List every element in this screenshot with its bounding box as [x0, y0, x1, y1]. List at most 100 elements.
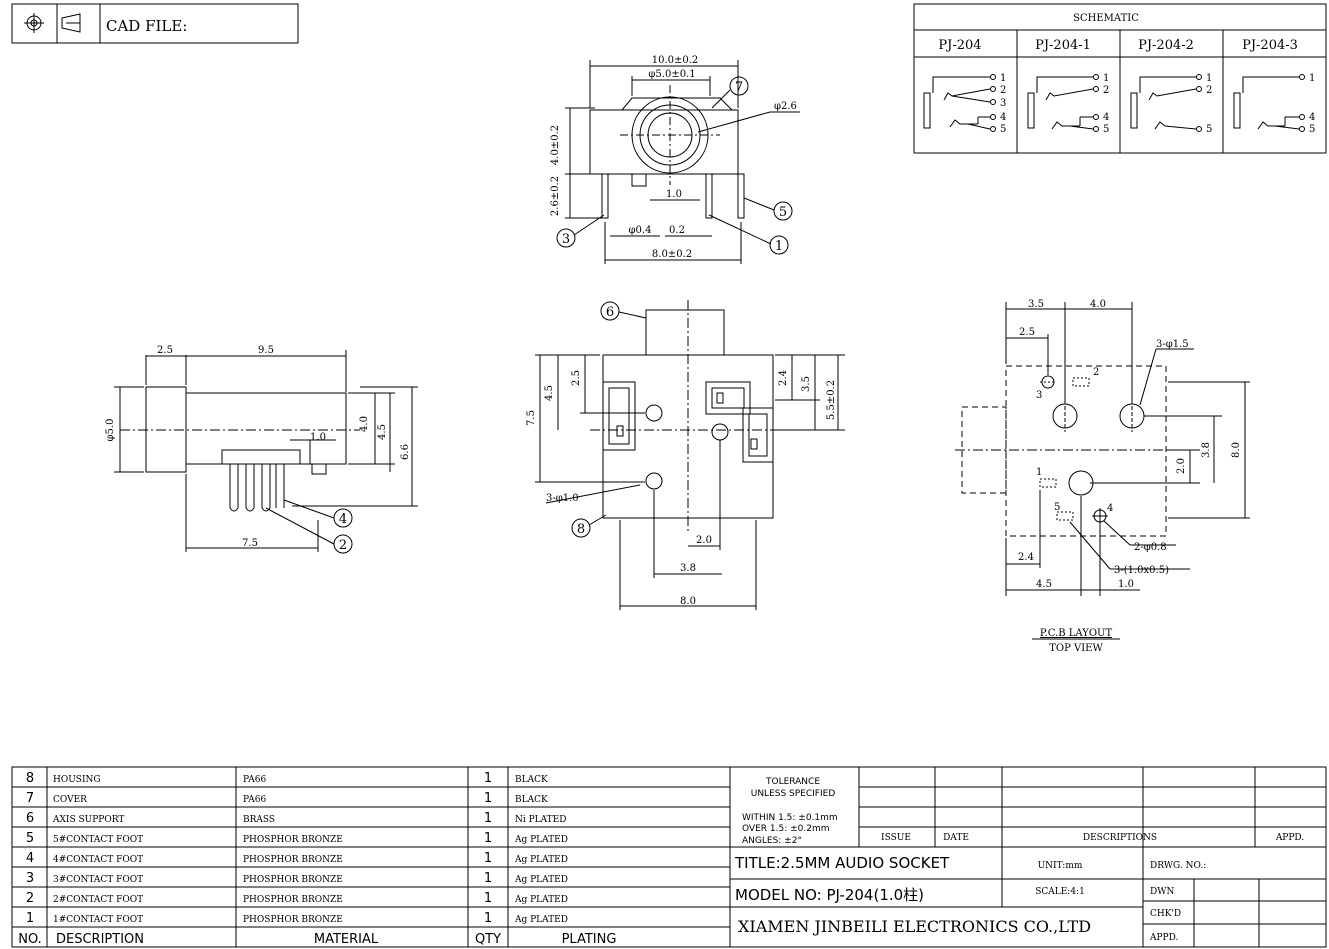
schematic-pin-label: 2 [1103, 85, 1109, 96]
schematic-pin-label: 2 [1000, 85, 1006, 96]
callout-4: 4 [339, 512, 347, 527]
schematic-pin-label: 1 [1206, 73, 1212, 84]
unit-label: UNIT:mm [1038, 861, 1083, 871]
side-dim: 4.5 [377, 424, 388, 440]
schematic-pin-label: 4 [1103, 112, 1109, 123]
bom-cell-material: PHOSPHOR BRONZE [243, 875, 343, 885]
model-number: MODEL NO: PJ-204(1.0柱) [735, 886, 924, 904]
dwn-label: DWN [1150, 887, 1174, 897]
bom-cell-material: BRASS [243, 815, 275, 825]
bom-cell-description: COVER [53, 795, 87, 805]
side-dim: 9.5 [258, 345, 274, 356]
callout-bubble [600, 301, 620, 321]
callout-bubble [729, 76, 749, 96]
cad-file-label: CAD FILE: [106, 17, 187, 35]
schematic-variant-1: PJ-204-1 [1035, 38, 1091, 53]
side-view: 2.5 9.5 φ5.0 4.0 4.5 6.6 1.0 7.5 4 2 [105, 345, 418, 554]
bom-cell-description: HOUSING [53, 775, 101, 785]
drawing-title: TITLE:2.5MM AUDIO SOCKET [734, 854, 950, 872]
bom-header-material: MATERIAL [314, 932, 379, 947]
schematic-pin-label: 5 [1000, 124, 1006, 135]
bom-cell-plating: BLACK [515, 795, 548, 805]
schematic-variant-3: PJ-204-3 [1242, 38, 1298, 53]
bom-cell-description: AXIS SUPPORT [52, 815, 124, 825]
front-dim: 0.2 [669, 225, 685, 236]
bom-cell-description: 2#CONTACT FOOT [53, 895, 143, 905]
bom-cell-no: 6 [26, 811, 34, 826]
bom-cell-no: 5 [26, 831, 34, 846]
bom-cell-qty: 1 [484, 831, 492, 846]
revision-appd: APPD. [1275, 833, 1305, 843]
bom-cell-description: 1#CONTACT FOOT [53, 915, 143, 925]
top-dim: 5.5±0.2 [826, 380, 837, 420]
tolerance-line: WITHIN 1.5: ±0.1mm [742, 813, 838, 823]
pcb-pad-label: 3 [1036, 390, 1042, 401]
pcb-dim: 4.5 [1036, 579, 1052, 590]
top-dim: 4.5 [544, 385, 555, 401]
side-dim: 4.0 [359, 416, 370, 432]
bom-table [11, 766, 1327, 948]
top-dim: 3.5 [801, 376, 812, 392]
bom-cell-no: 8 [26, 771, 34, 786]
bom-cell-no: 2 [26, 891, 34, 906]
schematic-symbol-pj204-3: 1 4 5 [1233, 73, 1315, 135]
pcb-dim: 8.0 [1231, 442, 1242, 458]
bom-cell-plating: Ag PLATED [514, 915, 568, 925]
bom-cell-material: PHOSPHOR BRONZE [243, 855, 343, 865]
side-dim: 2.5 [157, 345, 173, 356]
schematic-pin-label: 4 [1000, 112, 1006, 123]
bom-cell-qty: 1 [484, 851, 492, 866]
pcb-dim: 1.0 [1118, 579, 1134, 590]
schematic-pin-label: 4 [1309, 112, 1315, 123]
schematic-pin-label: 2 [1206, 85, 1212, 96]
bom-cell-no: 3 [26, 871, 34, 886]
bom-header: NO. DESCRIPTION MATERIAL QTY PLATING [18, 932, 616, 947]
schematic-pin-label: 5 [1103, 124, 1109, 135]
bom-cell-material: PA66 [243, 775, 266, 785]
chkd-label: CHK'D [1150, 909, 1181, 919]
bom-cell-plating: Ag PLATED [514, 855, 568, 865]
callout-bubble [556, 228, 576, 248]
side-dim: 6.6 [400, 444, 411, 460]
bom-cell-qty: 1 [484, 791, 492, 806]
scale-label: SCALE:4:1 [1035, 887, 1085, 897]
pcb-dim: 3-(1.0x0.5) [1114, 565, 1169, 576]
bom-header-qty: QTY [475, 932, 501, 947]
pcb-pad-label: 4 [1107, 503, 1113, 514]
title-block: TOLERANCE UNLESS SPECIFIED WITHIN 1.5: ±… [730, 767, 1326, 947]
front-dim: 2.6±0.2 [550, 176, 561, 216]
bom-cell-qty: 1 [484, 891, 492, 906]
top-dim: 3-φ1.0 [546, 493, 579, 504]
tolerance-title: TOLERANCE [765, 777, 820, 787]
front-dim: 1.0 [666, 189, 682, 200]
front-dim: 8.0±0.2 [652, 249, 692, 260]
company-name: XIAMEN JINBEILI ELECTRONICS CO.,LTD [738, 917, 1091, 936]
pcb-caption-sub: TOP VIEW [1049, 643, 1103, 654]
callout-bubble [769, 235, 789, 255]
callout-bubble [333, 534, 353, 554]
tolerance-subtitle: UNLESS SPECIFIED [751, 789, 836, 799]
callout-2: 2 [339, 538, 347, 553]
tolerance-line: ANGLES: ±2° [742, 836, 802, 846]
pcb-pad-label: 2 [1093, 367, 1099, 378]
bom-cell-qty: 1 [484, 771, 492, 786]
top-view: 7.5 4.5 2.5 2.4 3.5 5.5±0.2 3-φ1.0 2.0 3… [526, 300, 845, 610]
schematic-pin-label: 1 [1103, 73, 1109, 84]
schematic-box: SCHEMATIC PJ-204 PJ-204-1 PJ-204-2 PJ-20… [913, 3, 1327, 154]
pcb-dim: 4.0 [1090, 299, 1106, 310]
bom-cell-qty: 1 [484, 811, 492, 826]
schematic-symbol-pj204-1: 1 2 4 5 [1027, 73, 1109, 135]
revision-issue: ISSUE [881, 833, 911, 843]
top-dim: 3.8 [680, 563, 696, 574]
revision-date: DATE [943, 833, 969, 843]
callout-8: 8 [577, 522, 585, 537]
bom-cell-description: 5#CONTACT FOOT [53, 835, 143, 845]
